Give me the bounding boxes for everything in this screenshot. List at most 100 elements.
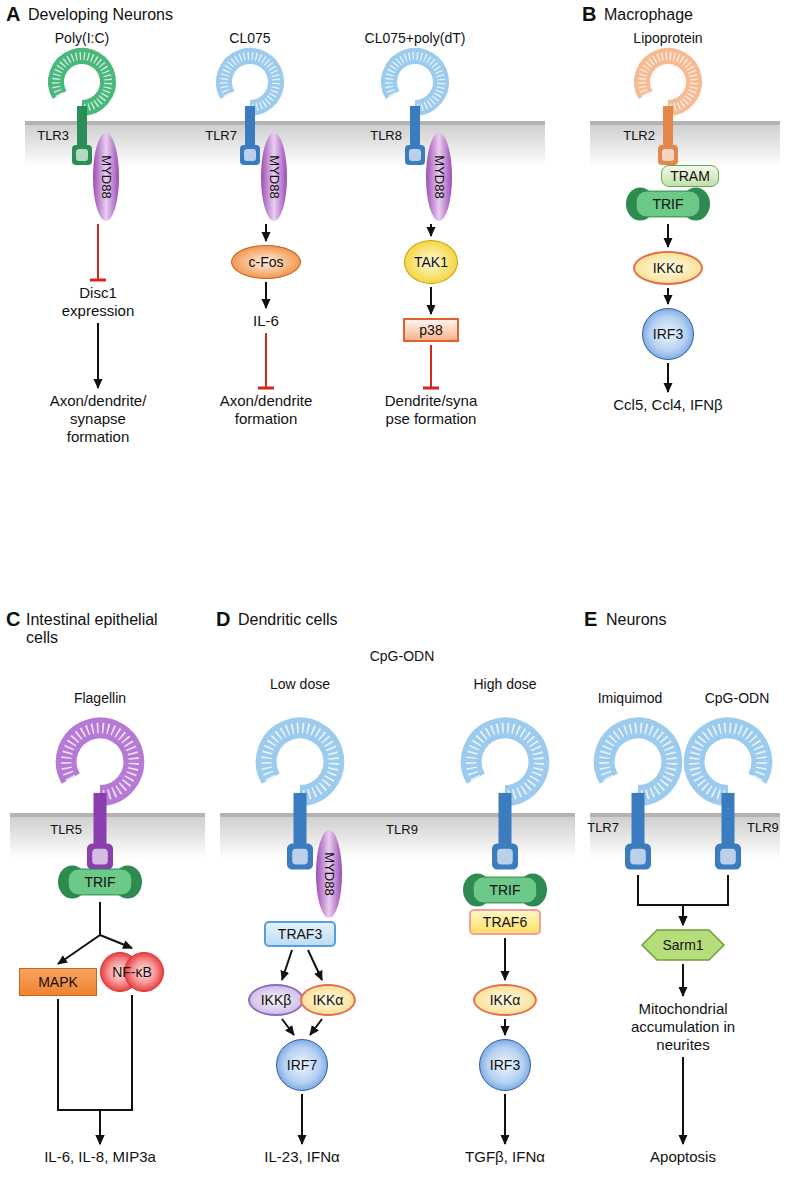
- tlr-receptor: [694, 728, 762, 870]
- membrane-line: [590, 121, 780, 125]
- receptors: [56, 56, 762, 870]
- node-text: MAPK: [38, 974, 78, 990]
- activation-arrow: [265, 282, 267, 308]
- ligand-label: CpG-ODN: [705, 690, 770, 706]
- ligand-label: Lipoprotein: [633, 30, 702, 46]
- tlr-receptor: [642, 56, 694, 165]
- panel-letter: D: [216, 608, 230, 631]
- ectodomain-ridges: [224, 56, 276, 108]
- activation-arrow: [667, 224, 669, 247]
- activation-arrow: [430, 224, 432, 236]
- transmembrane-stem: [410, 106, 420, 146]
- activation-arrow: [504, 938, 506, 980]
- tir-domain: [715, 844, 741, 870]
- receptor-label: TLR3: [37, 128, 69, 143]
- membrane-line: [590, 813, 780, 817]
- tir-domain-core: [630, 849, 646, 865]
- activation-arrow: [683, 875, 728, 925]
- node-text: IL-23, IFNα: [264, 1148, 339, 1165]
- adaptor-trimer: TRIF: [463, 873, 547, 907]
- ectodomain-ridges: [66, 728, 134, 796]
- node-text: Ccl5, Ccl4, IFNβ: [613, 396, 722, 413]
- adaptor-trimer: TRIF: [626, 187, 710, 221]
- node-text: IKKα: [653, 260, 684, 276]
- panel-title: Intestinal epithelial cells: [26, 611, 176, 647]
- transmembrane-stem: [245, 106, 255, 146]
- node-text: TRAM: [670, 168, 710, 184]
- panel-title: Macrophage: [604, 6, 693, 24]
- node-text: TRAF6: [483, 914, 527, 930]
- trif-core: [68, 869, 132, 895]
- node-text: TGFβ, IFNα: [465, 1148, 545, 1165]
- node-text: NF-κB: [112, 964, 152, 980]
- tir-domain: [87, 844, 113, 870]
- activation-arrow: [100, 995, 132, 1144]
- activation-arrow: [638, 875, 683, 925]
- activation-arrow: [282, 950, 292, 980]
- tir-domain: [625, 844, 651, 870]
- cytoplasm-band: [220, 815, 575, 859]
- kinase-oval: IKKα: [473, 984, 537, 1016]
- node-text: c-Fos: [249, 254, 284, 270]
- panel-title: Developing Neurons: [28, 6, 173, 24]
- output-text: Dendrite/synapse formation: [381, 392, 481, 428]
- tir-domain-core: [497, 849, 513, 865]
- node-text: TRIF: [84, 874, 115, 890]
- activation-arrow: [58, 902, 100, 964]
- receptor-label: TLR5: [50, 822, 82, 837]
- tir-domain-core: [76, 149, 88, 161]
- ectodomain: [694, 728, 762, 796]
- activation-arrow: [667, 288, 669, 304]
- tir-domain-core: [244, 149, 256, 161]
- activation-arrow: [58, 999, 100, 1144]
- adaptor-hexagon: Sarm1: [641, 929, 725, 961]
- transmembrane-stem: [77, 106, 87, 146]
- transcription-factor-circle: IRF7: [276, 1039, 328, 1091]
- ligand-label: Flagellin: [74, 690, 126, 706]
- activation-arrow: [504, 1094, 506, 1144]
- node-text: TAK1: [414, 254, 448, 270]
- output-text: Ccl5, Ccl4, IFNβ: [593, 396, 743, 414]
- receptor-label: TLR8: [370, 128, 402, 143]
- ligand-label: CpG-ODN: [370, 648, 435, 664]
- output-text: IL-23, IFNα: [237, 1148, 367, 1166]
- tir-domain-core: [720, 849, 736, 865]
- ectodomain: [604, 728, 672, 796]
- node-text: Mitochondrial accumulation in neurites: [631, 1000, 735, 1053]
- membrane-line: [25, 121, 545, 125]
- activation-arrow: [308, 950, 322, 980]
- hexagon: [642, 930, 724, 960]
- node-text: IRF3: [490, 1057, 520, 1073]
- node-text: IKKα: [490, 992, 521, 1008]
- activation-arrow: [310, 1019, 322, 1035]
- ligand-label: High dose: [473, 676, 536, 692]
- node-text: Dendrite/synapse formation: [385, 392, 478, 427]
- tlr-receptor: [66, 728, 134, 870]
- adaptor-box: TRAF6: [469, 909, 541, 935]
- transmembrane-stem: [94, 793, 107, 845]
- ligand-label: CL075: [229, 30, 270, 46]
- node-text: Axon/dendrite/synapse formation: [50, 392, 147, 445]
- kinase-circle: TAK1: [404, 240, 458, 284]
- ectodomain-ridges: [389, 56, 441, 108]
- kinase-box: MAPK: [19, 968, 97, 996]
- receptor-label: TLR9: [386, 822, 418, 837]
- node-text: MYD88: [99, 155, 114, 198]
- kinase-oval: IKKβ: [248, 984, 304, 1016]
- membrane-line: [220, 813, 575, 817]
- ectodomain: [266, 728, 334, 796]
- receptor-label: TLR7: [205, 128, 237, 143]
- ectodomain: [66, 728, 134, 796]
- node-text: p38: [419, 322, 442, 338]
- tir-domain-core: [292, 849, 308, 865]
- output-text: TGFβ, IFNα: [440, 1148, 570, 1166]
- ectodomain: [224, 56, 276, 108]
- node-text: TLR7: [587, 820, 619, 835]
- inhibition-line: [265, 333, 267, 388]
- node-text: TRIF: [652, 196, 683, 212]
- transmembrane-stem: [722, 793, 735, 845]
- adaptor-box: TRAF3: [264, 921, 336, 947]
- receptor-anchor: TLR9: [715, 800, 741, 872]
- tir-domain: [658, 145, 678, 165]
